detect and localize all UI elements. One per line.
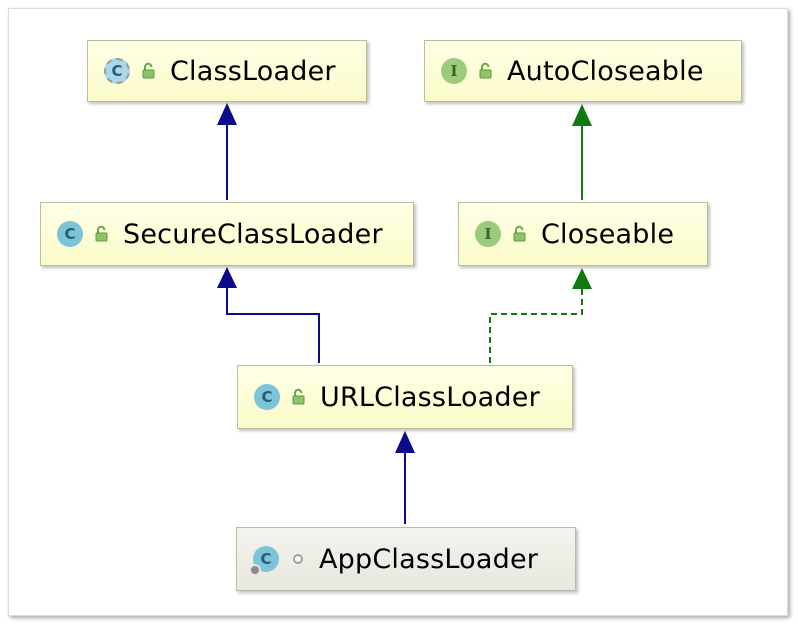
- node-autocloseable[interactable]: I AutoCloseable: [424, 40, 742, 102]
- node-closeable[interactable]: I Closeable: [458, 202, 708, 266]
- node-appclassloader[interactable]: C AppClassLoader: [236, 527, 576, 591]
- unlocked-padlock-icon: [511, 225, 529, 243]
- node-name: ClassLoader: [170, 55, 336, 87]
- node-name: AppClassLoader: [319, 543, 539, 575]
- node-secureclassloader[interactable]: C SecureClassLoader: [40, 202, 414, 266]
- class-icon: C: [57, 221, 83, 247]
- arrowhead-urlclassloader: [395, 431, 415, 453]
- arrowhead-secureclassloader: [217, 267, 237, 288]
- abstract-class-icon: C: [104, 58, 130, 84]
- node-urlclassloader[interactable]: C URLClassLoader: [237, 365, 573, 429]
- node-name: URLClassLoader: [320, 381, 540, 413]
- package-private-dot-icon: [289, 550, 307, 568]
- node-name: AutoCloseable: [507, 55, 704, 87]
- unlocked-padlock-icon: [140, 62, 158, 80]
- static-class-icon: C: [249, 546, 279, 576]
- unlocked-padlock-icon: [290, 388, 308, 406]
- edge-urlclassloader-implements-closeable: [489, 289, 583, 363]
- arrowhead-autocloseable: [572, 104, 592, 126]
- arrowhead-closeable: [572, 268, 592, 289]
- unlocked-padlock-icon: [477, 62, 495, 80]
- edge-urlclassloader-extends-secureclassloader: [226, 288, 320, 363]
- class-kind-letter: C: [260, 550, 272, 568]
- static-badge-icon: [249, 564, 261, 576]
- unlocked-padlock-icon: [93, 225, 111, 243]
- node-name: SecureClassLoader: [123, 218, 383, 250]
- node-classloader[interactable]: C ClassLoader: [87, 40, 367, 102]
- class-icon: C: [254, 384, 280, 410]
- interface-icon: I: [475, 221, 501, 247]
- arrowhead-classloader: [217, 103, 237, 125]
- diagram-frame: [8, 8, 788, 616]
- interface-icon: I: [441, 58, 467, 84]
- node-name: Closeable: [541, 218, 675, 250]
